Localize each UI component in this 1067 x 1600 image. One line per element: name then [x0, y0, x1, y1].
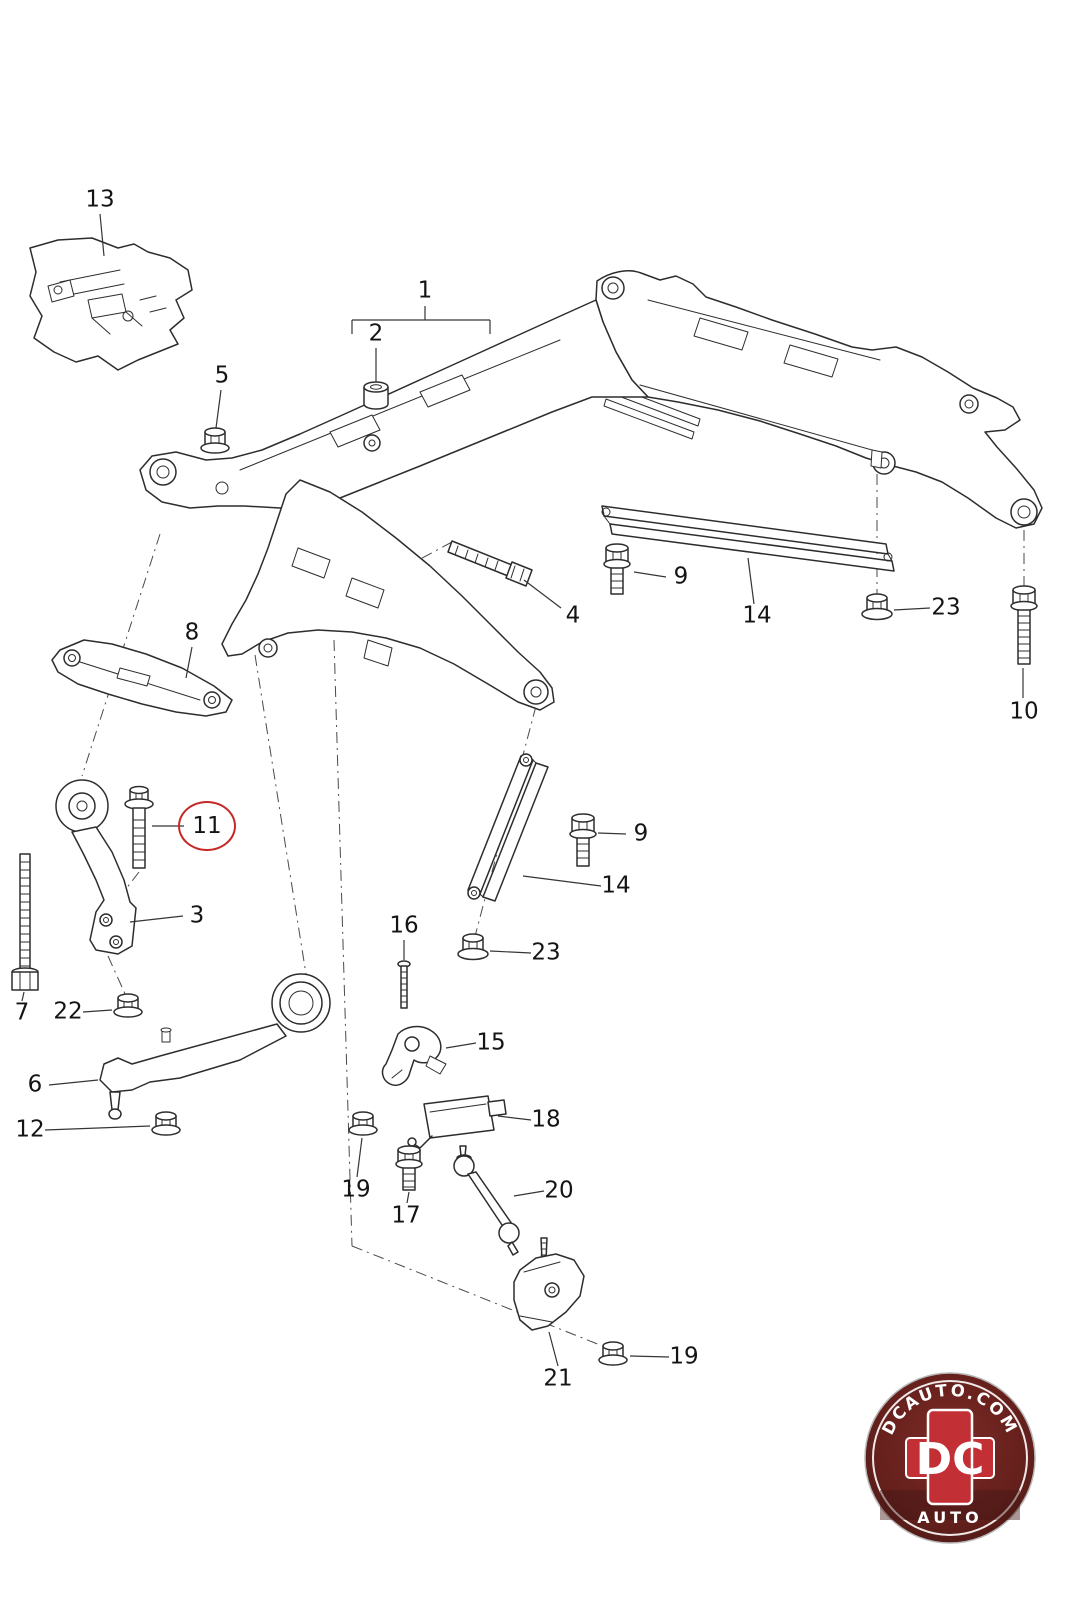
- callout-3: 3: [189, 902, 205, 929]
- callout-14: 14: [601, 872, 631, 899]
- callout-22: 22: [53, 998, 83, 1025]
- part-brace-14-lower: [467, 753, 549, 902]
- part-nut-12: [151, 1111, 181, 1136]
- part-bolt-10: [1010, 585, 1038, 665]
- part-nut-22: [113, 993, 143, 1018]
- callout-20: 20: [544, 1177, 574, 1204]
- callout-17: 17: [391, 1202, 421, 1229]
- part-link-20: [453, 1145, 520, 1256]
- callout-18: 18: [531, 1106, 561, 1133]
- part-bolt-17: [395, 1145, 423, 1191]
- callout-1: 1: [417, 277, 433, 304]
- part-arm-3: [55, 779, 137, 955]
- part-bolt-11: [124, 785, 154, 869]
- callout-10: 10: [1009, 698, 1039, 725]
- callout-19: 19: [341, 1176, 371, 1203]
- callout-15: 15: [476, 1029, 506, 1056]
- part-bracket-21: [513, 1237, 585, 1331]
- callout-14: 14: [742, 602, 772, 629]
- callout-7: 7: [14, 999, 30, 1026]
- part-bolt-9-lower: [569, 813, 597, 867]
- callout-11: 11: [178, 801, 236, 851]
- callout-8: 8: [184, 619, 200, 646]
- logo-subtext: AUTO: [917, 1508, 982, 1527]
- part-nut-19-right: [598, 1341, 628, 1366]
- part-bolt-4: [447, 540, 533, 587]
- callout-9: 9: [633, 820, 649, 847]
- part-bracket-8: [51, 639, 233, 717]
- part-nut-23-lower: [457, 933, 489, 961]
- part-bushing-2: [363, 381, 389, 410]
- callout-23: 23: [531, 939, 561, 966]
- part-control-arm-6: [99, 973, 331, 1120]
- part-bolt-9-upper: [603, 543, 631, 595]
- callout-23: 23: [931, 594, 961, 621]
- part-nut-23-upper: [861, 593, 893, 621]
- part-nut-19-left: [348, 1111, 378, 1136]
- part-sensor-18: [407, 1095, 507, 1149]
- callout-12: 12: [15, 1116, 45, 1143]
- callout-4: 4: [565, 602, 581, 629]
- dc-auto-logo: DCAUTO.COM DC AUTO: [864, 1372, 1036, 1544]
- callout-19: 19: [669, 1343, 699, 1370]
- callout-16: 16: [389, 912, 419, 939]
- callout-9: 9: [673, 563, 689, 590]
- callout-2: 2: [368, 320, 384, 347]
- part-nut-5: [200, 427, 230, 454]
- callout-6: 6: [27, 1071, 43, 1098]
- callout-21: 21: [543, 1365, 573, 1392]
- part-screw-16: [397, 960, 411, 1009]
- part-subframe-1: [139, 270, 1043, 711]
- part-brace-14-upper: [601, 505, 895, 572]
- callout-5: 5: [214, 362, 230, 389]
- part-bolt-7: [11, 853, 39, 991]
- logo-monogram: DC: [916, 1434, 985, 1485]
- leader-lines: [21, 213, 1024, 1367]
- callout-13: 13: [85, 186, 115, 213]
- part-clamp-15: [381, 1025, 447, 1086]
- part-heat-shield-13: [29, 237, 193, 371]
